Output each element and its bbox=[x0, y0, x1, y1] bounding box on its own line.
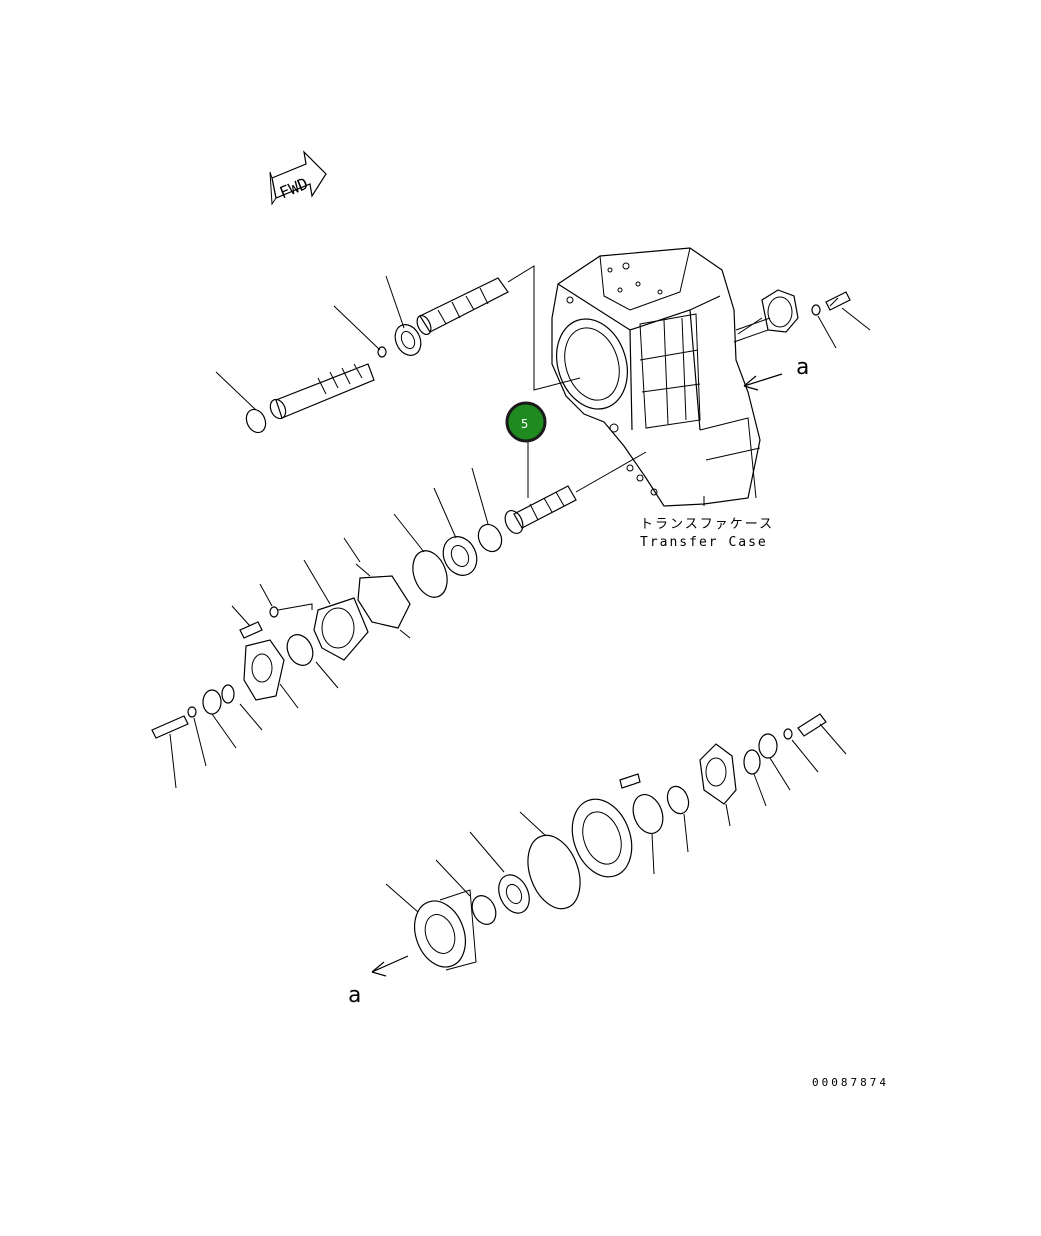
upper-shaft-assembly bbox=[245, 265, 581, 434]
transfer-case-label-en: Transfer Case bbox=[640, 535, 768, 550]
output-flange-right bbox=[761, 289, 851, 333]
leader-lines bbox=[169, 275, 871, 913]
lower-right-assembly bbox=[414, 713, 827, 971]
drawing-number: 00087874 bbox=[812, 1076, 889, 1089]
view-arrow-top: a bbox=[743, 355, 809, 391]
fwd-arrow-icon: FWD bbox=[269, 150, 327, 206]
callout-5[interactable]: 5 bbox=[505, 401, 547, 443]
view-marker-top: a bbox=[796, 355, 809, 380]
callout-circle[interactable] bbox=[505, 401, 547, 443]
main-shaft bbox=[504, 451, 647, 534]
view-marker-bottom: a bbox=[348, 983, 361, 1008]
transfer-case-housing bbox=[551, 247, 771, 507]
view-arrow-bottom: a bbox=[348, 955, 409, 1008]
lower-left-parts bbox=[151, 523, 503, 739]
callout-number[interactable]: 5 bbox=[521, 417, 528, 431]
transfer-case-label-jp: トランスファケース bbox=[640, 517, 774, 532]
fwd-label: FWD bbox=[277, 174, 311, 202]
